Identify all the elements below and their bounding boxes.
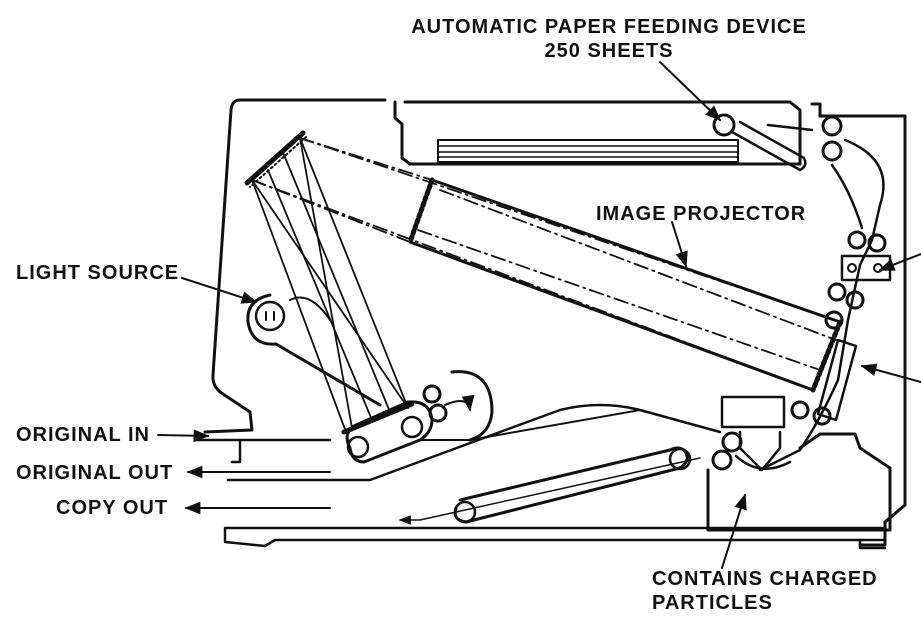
path-roller [812, 406, 832, 426]
paper-stack [437, 139, 739, 163]
input-roller [422, 384, 442, 404]
paper-tray [393, 100, 802, 166]
feed-roller [712, 113, 736, 137]
lamp-bulb [254, 300, 286, 332]
arrow-right-upper [878, 253, 921, 271]
arrow-right-lower [860, 363, 921, 383]
upper-mirror [244, 130, 306, 186]
cabinet-housing [203, 98, 387, 434]
label-paper-feeding-line2: 250 SHEETS [544, 40, 674, 62]
label-paper-feeding-line1: AUTOMATIC PAPER FEEDING DEVICE [411, 16, 807, 38]
input-roller [428, 403, 448, 423]
developer-tank [706, 432, 892, 532]
path-roller [867, 233, 887, 253]
path-roller [847, 230, 867, 250]
path-roller [824, 310, 844, 330]
charging-plate [816, 338, 858, 422]
copy-conveyor [453, 446, 689, 524]
arrow-paper-feed [659, 61, 722, 122]
developer-roller [711, 449, 733, 471]
label-original-out: ORIGINAL OUT [16, 462, 174, 484]
arrow-original-in [157, 429, 210, 443]
path-roller [790, 400, 810, 420]
developer-box [720, 395, 786, 429]
path-roller [821, 140, 843, 162]
arrow-light-source [181, 277, 258, 304]
base-plate [223, 526, 887, 548]
path-roller [821, 115, 843, 137]
cabinet-right-wall [810, 102, 907, 507]
path-roller [845, 290, 865, 310]
label-image-projector: IMAGE PROJECTOR [596, 203, 807, 225]
exposure-plate [341, 401, 415, 435]
developer-roller [721, 431, 743, 453]
label-light-source: LIGHT SOURCE [16, 262, 180, 284]
lamp-housing [246, 293, 382, 407]
label-copy-out: COPY OUT [56, 497, 169, 519]
arrow-image-projector [671, 221, 688, 268]
label-charged-line2: PARTICLES [652, 592, 773, 614]
path-roller [827, 282, 847, 302]
label-original-in: ORIGINAL IN [16, 424, 150, 446]
label-charged-line1: CONTAINS CHARGED [652, 568, 878, 590]
arrow-charged-particles [721, 493, 747, 569]
